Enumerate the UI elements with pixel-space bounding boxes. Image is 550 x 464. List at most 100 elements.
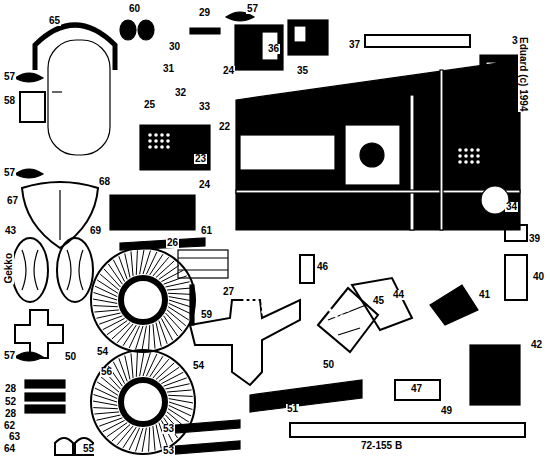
callout-number: 49 bbox=[440, 406, 453, 416]
callout-number: 61 bbox=[200, 226, 213, 236]
fin-stroke bbox=[161, 318, 172, 340]
hole bbox=[328, 314, 332, 318]
callout-number: 50 bbox=[322, 360, 335, 370]
fin-stroke bbox=[113, 260, 124, 282]
callout-number: 36 bbox=[267, 44, 280, 54]
callout-number: 57 bbox=[3, 168, 16, 178]
hole bbox=[298, 58, 302, 62]
fin-stroke bbox=[94, 395, 117, 402]
callout-number: 22 bbox=[218, 122, 231, 132]
hole bbox=[160, 139, 164, 143]
callout-number: 37 bbox=[348, 40, 361, 50]
hole bbox=[316, 70, 320, 74]
hole bbox=[310, 64, 314, 68]
hole bbox=[464, 154, 468, 158]
callout-number: 28 bbox=[4, 409, 17, 419]
hole bbox=[154, 133, 158, 137]
fin-stroke bbox=[156, 323, 161, 347]
hole bbox=[154, 145, 158, 149]
fin-stroke bbox=[93, 299, 117, 303]
callout-number: 57 bbox=[3, 351, 16, 361]
hole bbox=[243, 298, 247, 302]
fin-stroke bbox=[149, 325, 150, 350]
fin-stroke bbox=[168, 395, 193, 396]
hole bbox=[255, 298, 259, 302]
hole bbox=[464, 148, 468, 152]
hole bbox=[255, 304, 259, 308]
fin-stroke bbox=[136, 250, 137, 275]
callout-number: 47 bbox=[410, 384, 423, 394]
callout-number: 59 bbox=[200, 310, 213, 320]
hole bbox=[346, 314, 350, 318]
callout-number: 63 bbox=[8, 432, 21, 442]
hole bbox=[340, 308, 344, 312]
callout-number: 54 bbox=[192, 361, 205, 371]
callout-number: 46 bbox=[316, 262, 329, 272]
callout-number: 32 bbox=[174, 88, 187, 98]
fin-stroke bbox=[95, 388, 117, 398]
callout-number: 23 bbox=[194, 154, 207, 164]
fin-stroke bbox=[153, 426, 155, 451]
fin-stroke bbox=[168, 293, 193, 294]
callout-number: 24 bbox=[198, 180, 211, 190]
hole bbox=[310, 58, 314, 62]
fin-stroke bbox=[129, 428, 139, 450]
callout-number: 35 bbox=[296, 66, 309, 76]
hole bbox=[255, 310, 259, 314]
hole bbox=[464, 160, 468, 164]
hole bbox=[476, 148, 480, 152]
maker-text: Eduard (c) 1994 bbox=[518, 36, 528, 112]
hole bbox=[160, 133, 164, 137]
fin-stroke bbox=[161, 372, 183, 383]
hole bbox=[243, 310, 247, 314]
fin-stroke bbox=[153, 324, 155, 349]
callout-number: 42 bbox=[530, 340, 543, 350]
callout-number: 39 bbox=[528, 234, 541, 244]
callout-number: 58 bbox=[3, 96, 16, 106]
fin-stroke bbox=[167, 288, 192, 290]
maker-text: Gekko bbox=[4, 252, 14, 285]
fin-stroke bbox=[167, 390, 192, 392]
callout-number: 29 bbox=[198, 8, 211, 18]
callout-number: 67 bbox=[6, 196, 19, 206]
callout-number: 28 bbox=[4, 384, 17, 394]
hole bbox=[261, 310, 265, 314]
hole bbox=[458, 154, 462, 158]
callout-number: 57 bbox=[3, 72, 16, 82]
fin-stroke bbox=[143, 251, 150, 274]
callout-number: 62 bbox=[3, 421, 16, 431]
callout-number: 57 bbox=[246, 4, 259, 14]
hole bbox=[261, 304, 265, 308]
fin-stroke bbox=[103, 318, 125, 329]
fin-stroke bbox=[136, 428, 143, 451]
fin-stroke bbox=[125, 253, 130, 277]
hole bbox=[316, 64, 320, 68]
callout-number: 53 bbox=[162, 424, 175, 434]
hole bbox=[458, 160, 462, 164]
fin-stroke bbox=[125, 355, 130, 379]
fin-stroke bbox=[131, 353, 133, 378]
fin-stroke bbox=[149, 427, 150, 452]
fin-stroke bbox=[136, 326, 143, 349]
hole bbox=[346, 320, 350, 324]
callout-number: 44 bbox=[392, 290, 405, 300]
hole bbox=[154, 139, 158, 143]
callout-number: 26 bbox=[166, 238, 179, 248]
callout-number: 24 bbox=[222, 66, 235, 76]
fin-stroke bbox=[169, 402, 192, 409]
fin-stroke bbox=[94, 412, 119, 414]
hole bbox=[470, 154, 474, 158]
hole bbox=[166, 139, 170, 143]
hole bbox=[458, 148, 462, 152]
fin-stroke bbox=[94, 310, 119, 312]
callout-number: 54 bbox=[96, 347, 109, 357]
hole bbox=[160, 145, 164, 149]
fin-stroke bbox=[169, 405, 191, 415]
hole bbox=[334, 320, 338, 324]
callout-number: 56 bbox=[100, 367, 113, 377]
fin-stroke bbox=[95, 286, 117, 296]
callout-number: 25 bbox=[143, 100, 156, 110]
fin-stroke bbox=[96, 313, 120, 318]
hole bbox=[316, 58, 320, 62]
